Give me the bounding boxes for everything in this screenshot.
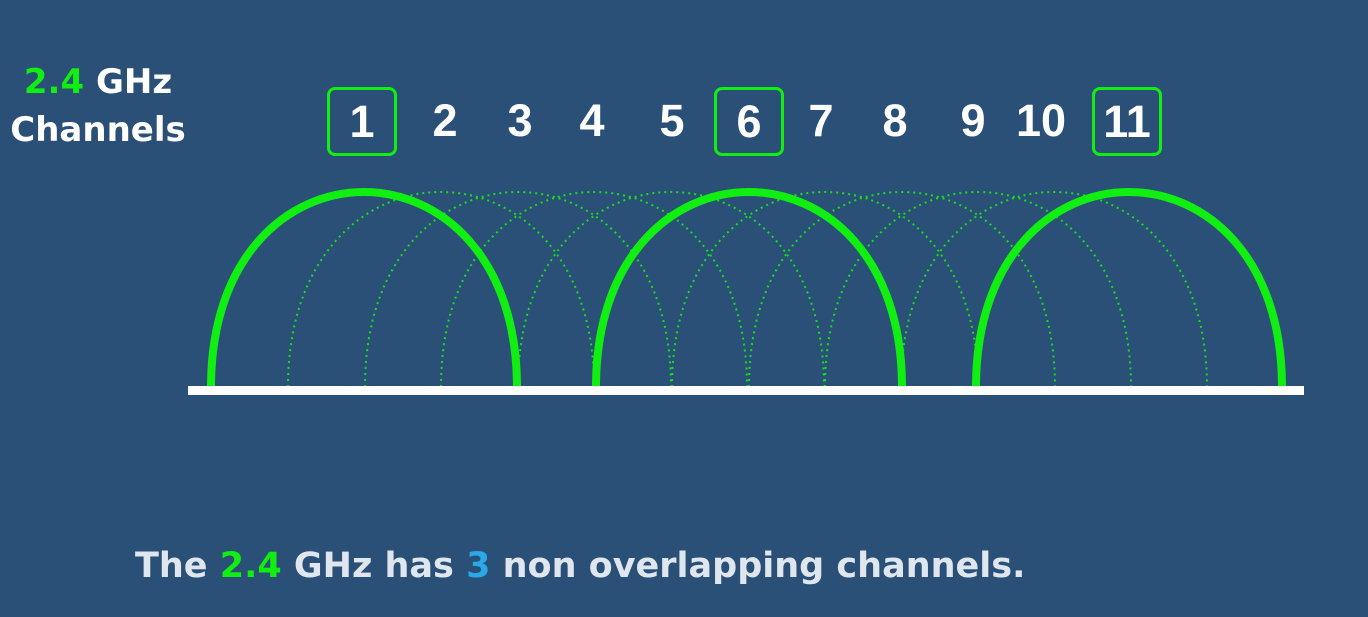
channel-label: 5 — [659, 95, 685, 146]
channel-arc-non-overlapping — [592, 188, 906, 388]
title-frequency-row: 2.4 GHz — [0, 58, 196, 106]
caption-frequency-value: 2.4 — [219, 546, 282, 586]
title-channels-label: Channels — [10, 110, 186, 150]
channel-arc-overlapping — [900, 191, 1208, 388]
channel-arc-overlapping — [671, 191, 979, 388]
channel-label-highlighted: 1 — [327, 87, 397, 156]
caption-count: 3 — [466, 546, 491, 586]
channel-label: 7 — [808, 95, 834, 146]
channel-arc-overlapping — [440, 191, 748, 388]
diagram-title: 2.4 GHz Channels — [0, 58, 196, 154]
channel-label: 3 — [507, 95, 533, 146]
channel-arc-overlapping — [748, 191, 1056, 388]
title-frequency-unit: GHz — [95, 62, 173, 102]
channel-label: 2 — [432, 95, 458, 146]
frequency-baseline — [188, 386, 1304, 395]
caption-middle: GHz has — [293, 546, 454, 586]
channel-arc-overlapping — [287, 191, 595, 388]
channel-label-highlighted: 6 — [714, 87, 784, 156]
channel-label: 4 — [579, 95, 605, 146]
title-frequency-value: 2.4 — [23, 62, 85, 102]
channel-arc-overlapping — [824, 191, 1132, 388]
channel-label: 10 — [1015, 95, 1067, 146]
channel-label: 9 — [960, 95, 986, 146]
channel-arc-overlapping — [517, 191, 825, 388]
caption: The 2.4 GHz has 3 non overlapping channe… — [135, 542, 1025, 590]
channel-arc-non-overlapping — [972, 188, 1286, 388]
caption-suffix: non overlapping channels. — [502, 546, 1026, 586]
caption-prefix: The — [135, 546, 208, 586]
channel-arc-overlapping — [364, 191, 672, 388]
channel-label-highlighted: 11 — [1092, 87, 1162, 156]
channel-arc-non-overlapping — [207, 188, 521, 388]
channel-label: 8 — [882, 95, 908, 146]
